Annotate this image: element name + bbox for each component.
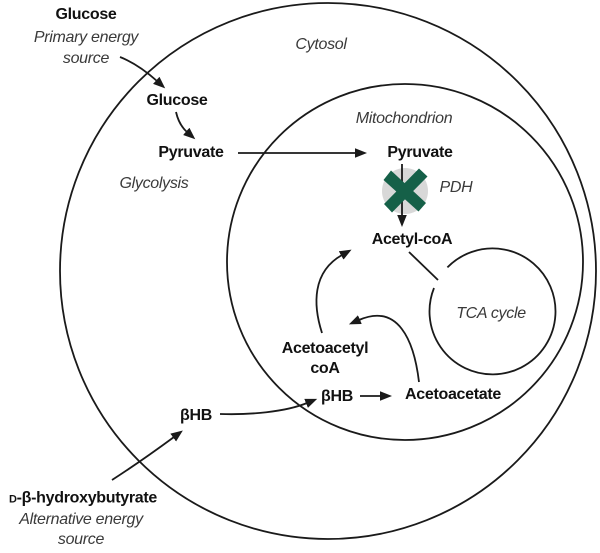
dbhb-note-label: Alternative energy source <box>19 511 143 548</box>
tca-cycle-circle <box>428 247 557 376</box>
tca-cycle-label: TCA cycle <box>456 305 526 322</box>
dbhb-smallcap-d: D <box>8 493 17 506</box>
arrow-glucose-uptake <box>119 56 166 89</box>
glucose-header-label: Glucose <box>55 6 117 23</box>
bhb-cytosol-label: βHB <box>180 407 212 424</box>
mitochondrion-label: Mitochondrion <box>355 110 453 127</box>
arrow-acetoacetylcoa-to-acetylcoa <box>315 249 352 334</box>
acetoacetate-label: Acetoacetate <box>404 386 502 403</box>
acetyl-coa-label: Acetyl-coA <box>371 231 453 248</box>
bhb-mito-label: βHB <box>321 388 353 405</box>
cell-membrane-circle <box>59 2 597 540</box>
arrow-dbhb-uptake <box>111 430 183 481</box>
arrow-glucose-to-pyruvate <box>175 111 196 140</box>
line-acetylcoa-to-tca <box>408 251 439 281</box>
glucose-cytosol-label: Glucose <box>146 92 208 109</box>
pdh-enzyme-label: PDH <box>439 179 473 196</box>
glycolysis-label: Glycolysis <box>119 175 189 192</box>
acetoacetyl-coa-label: Acetoacetyl coA <box>281 340 369 377</box>
cytosol-label: Cytosol <box>295 36 347 53</box>
pdh-blocked-x-icon <box>383 168 428 213</box>
pyruvate-mito-label: Pyruvate <box>387 144 453 161</box>
dbhb-label: D-β-hydroxybutyrate <box>9 489 157 510</box>
pyruvate-cytosol-label: Pyruvate <box>158 144 224 161</box>
dbhb-rest: -β-hydroxybutyrate <box>16 489 158 507</box>
arrow-acetoacetate-to-acetoacetylcoa <box>348 314 420 383</box>
mitochondrion-membrane-circle <box>226 83 584 441</box>
arrow-bhb-transport <box>219 398 318 416</box>
glucose-note-label: Primary energy source <box>33 29 139 67</box>
